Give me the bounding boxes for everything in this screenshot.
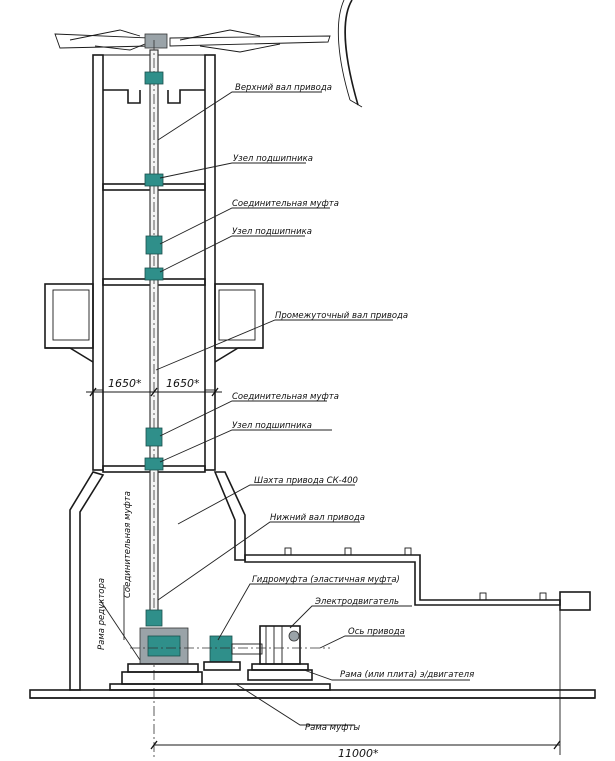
dim-left-half: 1650* <box>108 377 142 390</box>
dim-right-half: 1650* <box>166 377 200 390</box>
label-motor: Электродвигатель <box>314 597 399 607</box>
coupling-2 <box>145 427 163 447</box>
dim-total: 11000* <box>338 747 379 760</box>
coupling-1 <box>145 235 163 255</box>
hydro-coupling <box>209 635 233 663</box>
label-coupling-2: Соединительная муфта <box>232 392 339 402</box>
label-bottom-shaft: Нижний вал привода <box>270 513 365 523</box>
fan-blades <box>54 29 331 53</box>
label-hydro-coupling: Гидромуфта (эластичная муфта) <box>252 575 400 585</box>
leader-lines <box>99 91 470 726</box>
dimensions <box>86 387 561 755</box>
bearing-1 <box>144 173 164 187</box>
labels: Верхний вал привода Узел подшипника Соед… <box>97 83 474 733</box>
bearing-2 <box>144 267 164 281</box>
top-bearing <box>144 71 164 85</box>
label-reducer-frame: Рама редуктора <box>97 578 107 650</box>
shroud-curve-inner <box>337 0 351 101</box>
shroud-curve <box>344 0 359 106</box>
side-platforms <box>44 283 264 363</box>
label-coupling-1: Соединительная муфта <box>232 199 339 209</box>
bearing-3 <box>144 457 164 471</box>
label-coupling-frame: Рама муфты <box>305 723 360 733</box>
drive-unit <box>109 625 331 691</box>
dimension-labels: 1650* 1650* 11000* <box>108 377 379 760</box>
label-bearing-3: Узел подшипника <box>232 421 312 431</box>
label-coupling-vertical: Соединительная муфта <box>123 491 133 598</box>
label-drive-axis: Ось привода <box>348 627 405 637</box>
label-drive-shaft: Шахта привода СК-400 <box>254 476 358 486</box>
label-top-shaft: Верхний вал привода <box>235 83 332 93</box>
label-bearing-2: Узел подшипника <box>232 227 312 237</box>
lower-housing <box>29 471 596 699</box>
label-bearing-1: Узел подшипника <box>233 154 313 164</box>
label-motor-frame: Рама (или плита) э/двигателя <box>340 670 474 680</box>
label-mid-shaft: Промежуточный вал привода <box>275 311 408 321</box>
bottom-coupling <box>145 609 163 627</box>
shaft-components <box>144 71 164 627</box>
